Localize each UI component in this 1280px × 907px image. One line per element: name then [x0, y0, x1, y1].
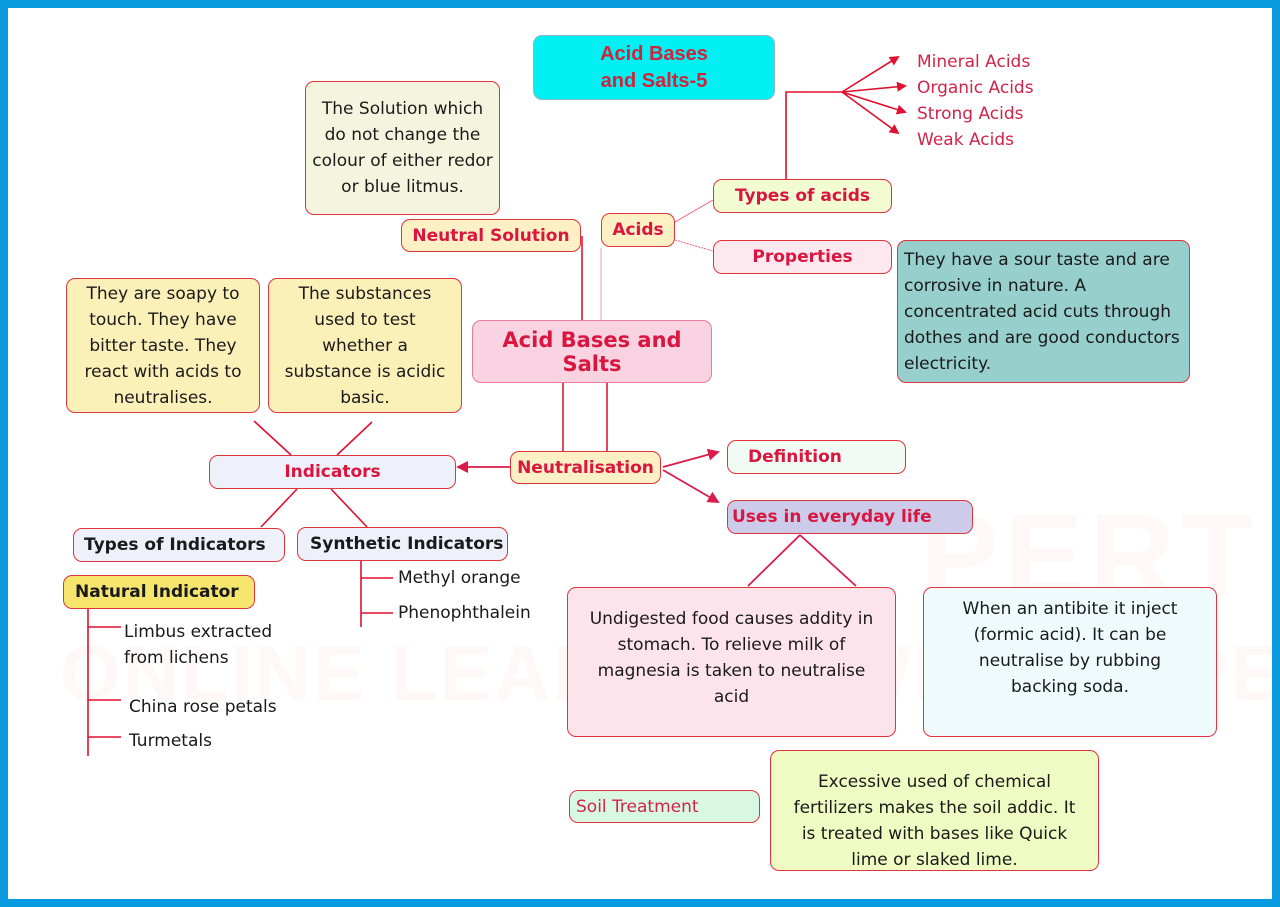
text-line: Excessive used of chemical	[817, 772, 1052, 792]
node-label: Soil Treatment	[576, 796, 699, 817]
text-line: touch. They have	[89, 309, 237, 330]
text-line: dothes and are good conductors	[904, 327, 1180, 348]
synthetic-item-phenophthalein: Phenophthalein	[398, 603, 531, 623]
connector-desc-indicators	[336, 421, 373, 456]
node-label: Properties	[752, 247, 853, 267]
text-line: The Solution which	[321, 99, 484, 119]
use-example-ant-bite: When an antibite it inject (formic acid)…	[923, 587, 1217, 737]
arrow-weak	[841, 91, 900, 135]
node-definition[interactable]: Definition	[727, 440, 906, 474]
text-line: The substances	[298, 283, 432, 304]
node-label: Indicators	[284, 462, 381, 482]
text-line: (formic acid). It can be	[973, 625, 1167, 645]
text-line: whether a	[322, 335, 408, 356]
connector-bases-indicators	[253, 420, 292, 456]
arrow-mineral	[841, 55, 900, 93]
node-acid-bases-and-salts[interactable]: Acid Bases and Salts	[472, 320, 712, 383]
node-label: Definition	[748, 447, 842, 467]
text-line: magnesia is taken to neutralise	[597, 661, 866, 681]
title-line-1: Acid Bases	[600, 42, 708, 65]
node-label: Neutralisation	[517, 457, 654, 478]
node-natural-indicator[interactable]: Natural Indicator	[63, 575, 255, 609]
acid-type-strong: Strong Acids	[917, 104, 1024, 124]
node-types-of-acids[interactable]: Types of acids	[713, 179, 892, 213]
text-line: stomach. To relieve milk of	[617, 635, 846, 655]
acid-type-mineral: Mineral Acids	[917, 52, 1031, 72]
natural-item-china-rose: China rose petals	[129, 697, 277, 717]
use-example-acidity: Undigested food causes addity in stomach…	[567, 587, 896, 737]
text-line: acid	[713, 687, 750, 707]
text-line: react with acids to	[84, 361, 242, 382]
text-line: used to test	[314, 309, 416, 330]
text-line: They are soapy to	[86, 283, 240, 304]
synthetic-item-methyl-orange: Methyl orange	[398, 568, 521, 588]
text-line: neutralise by rubbing	[978, 651, 1162, 671]
text-line: They have a sour taste and are	[904, 249, 1170, 270]
text-line: concentrated acid cuts through	[904, 301, 1172, 322]
node-types-of-indicators[interactable]: Types of Indicators	[73, 528, 285, 562]
node-label: Synthetic Indicators	[310, 534, 504, 554]
node-label: Types of Indicators	[84, 535, 266, 555]
text-line: from lichens	[124, 648, 229, 668]
node-indicators[interactable]: Indicators	[209, 455, 456, 489]
connector-acids-properties	[674, 239, 714, 252]
text-line: or blue litmus.	[341, 177, 464, 197]
text-line: Undigested food causes addity in	[589, 609, 874, 629]
text-line: fertilizers makes the soil addic. It	[793, 798, 1076, 818]
node-acids[interactable]: Acids	[601, 213, 675, 247]
connector-types-to-branch	[785, 91, 842, 181]
connector-acids-types	[674, 199, 714, 223]
bases-description: They are soapy to touch. They have bitte…	[66, 278, 260, 413]
arrow-to-definition	[662, 448, 720, 468]
node-properties[interactable]: Properties	[713, 240, 892, 274]
title-line-2: and Salts-5	[600, 69, 708, 92]
text-line: neutralises.	[113, 387, 213, 408]
diagram-title: Acid Bases and Salts-5	[533, 35, 775, 100]
text-line: colour of either redor	[312, 151, 493, 171]
node-neutral-solution[interactable]: Neutral Solution	[401, 219, 581, 252]
node-label: Types of acids	[734, 186, 871, 206]
text-line: is treated with bases like Quick	[801, 824, 1068, 844]
soil-treatment-description: Excessive used of chemical fertilizers m…	[770, 750, 1099, 871]
node-label: Acids	[612, 220, 664, 240]
acid-type-organic: Organic Acids	[917, 78, 1034, 98]
node-synthetic-indicators[interactable]: Synthetic Indicators	[297, 527, 508, 561]
node-label: Neutral Solution	[412, 225, 570, 246]
node-uses-in-everyday-life[interactable]: Uses in everyday life	[727, 500, 973, 534]
node-soil-treatment[interactable]: Soil Treatment	[569, 790, 760, 823]
node-label: Natural Indicator	[75, 582, 239, 602]
text-line: substance is acidic	[284, 361, 446, 382]
natural-item-limbus: Limbus extracted from lichens	[124, 619, 272, 671]
arrow-to-uses	[662, 469, 720, 504]
arrow-organic	[841, 81, 907, 93]
connector-natural-items	[87, 608, 121, 756]
text-line: corrosive in nature. A	[904, 275, 1087, 296]
natural-item-turmetals: Turmetals	[129, 731, 212, 751]
text-line: electricity.	[904, 353, 992, 374]
indicators-description: The substances used to test whether a su…	[268, 278, 462, 413]
text-line: When an antibite it inject	[962, 599, 1178, 619]
text-line: basic.	[340, 387, 390, 408]
connector-indicators-synthetic	[330, 488, 368, 528]
connector-indicators-types	[260, 488, 298, 528]
node-label: Uses in everyday life	[732, 507, 932, 527]
neutral-solution-description: The Solution which do not change the col…	[305, 81, 500, 215]
connector-synthetic-items	[360, 561, 393, 627]
node-label: Acid Bases and Salts	[502, 327, 682, 376]
acid-type-weak: Weak Acids	[917, 130, 1014, 150]
node-neutralisation[interactable]: Neutralisation	[510, 451, 661, 484]
text-line: Limbus extracted	[124, 622, 273, 642]
text-line: backing soda.	[1011, 677, 1129, 697]
connector-uses-right	[799, 534, 857, 587]
connector-uses-left	[747, 534, 801, 587]
properties-description: They have a sour taste and are corrosive…	[897, 240, 1190, 383]
text-line: bitter taste. They	[89, 335, 237, 356]
text-line: lime or slaked lime.	[851, 850, 1018, 870]
arrow-strong	[841, 91, 907, 115]
text-line: do not change the	[324, 125, 481, 145]
